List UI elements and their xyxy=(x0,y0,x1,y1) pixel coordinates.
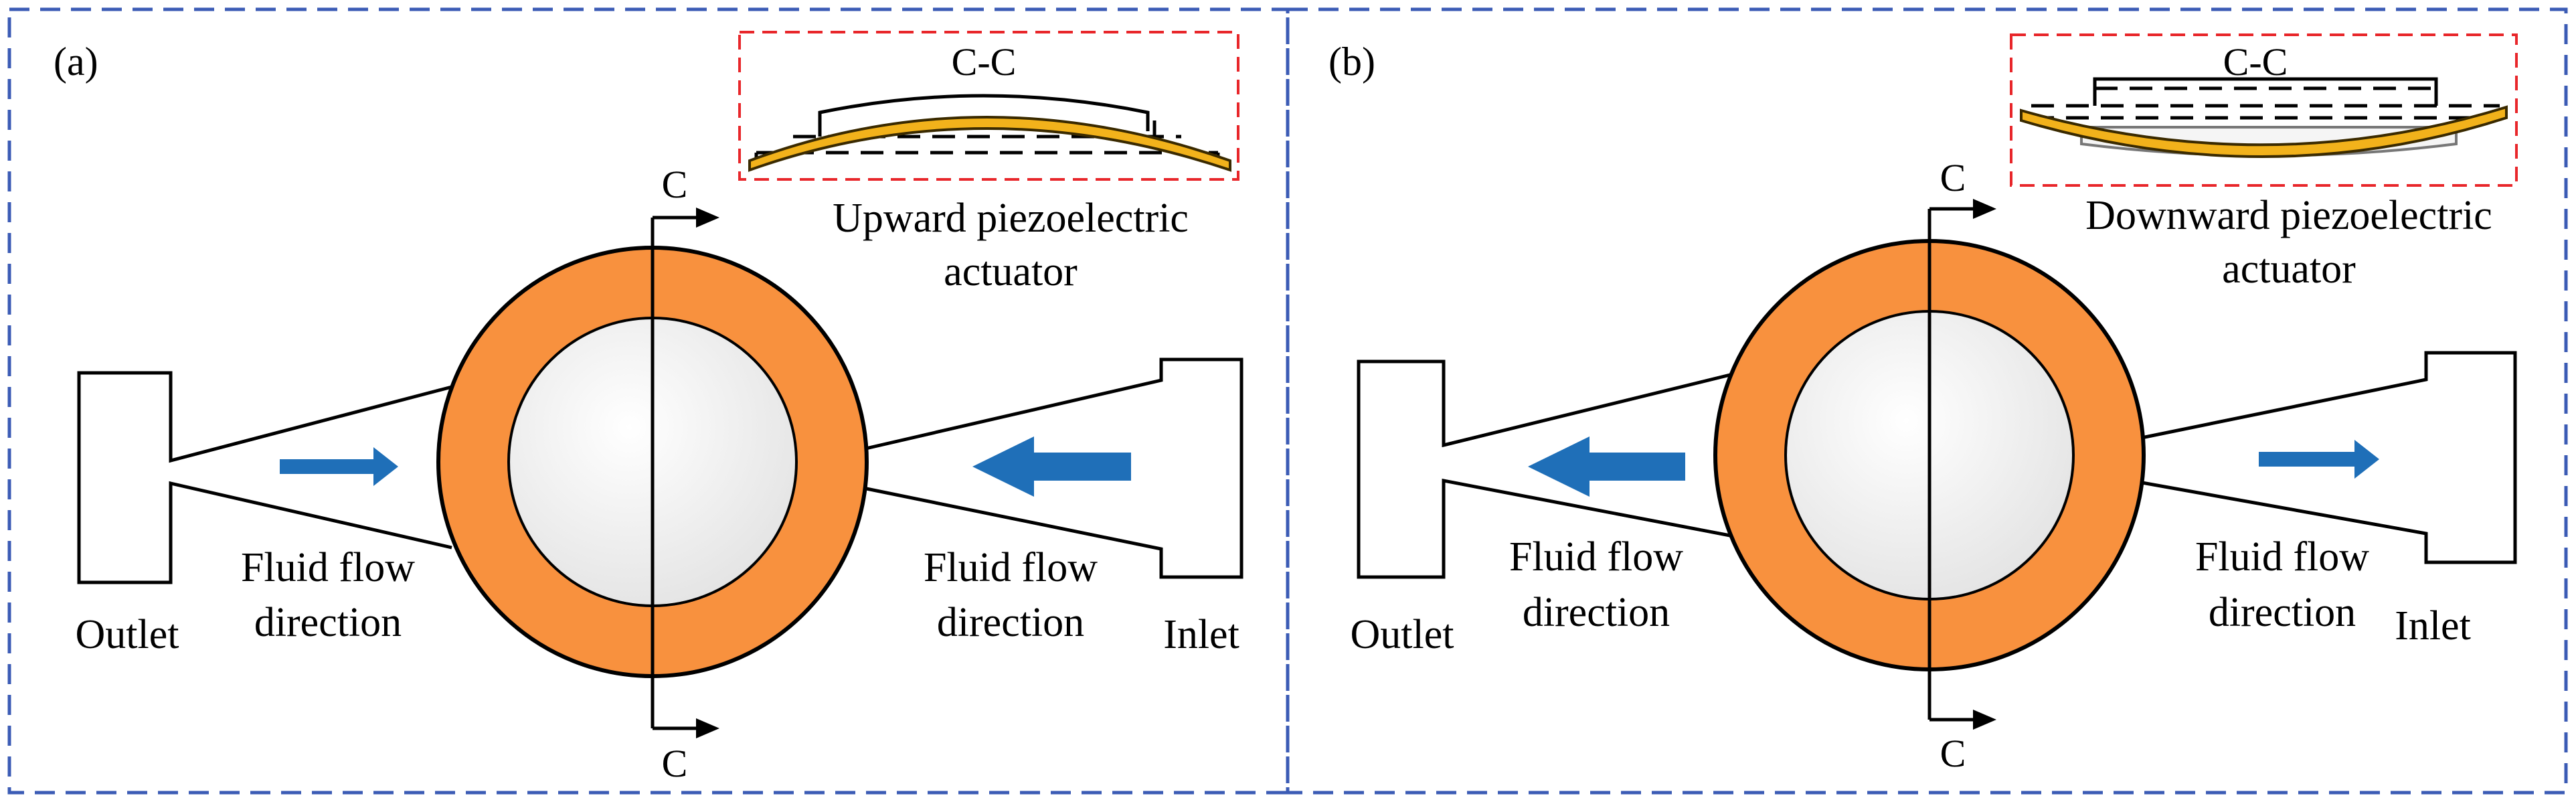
panel-b-label: (b) xyxy=(1328,39,1375,84)
panel-a-flow-right-line2: direction xyxy=(937,600,1084,645)
panel-b-actuator xyxy=(2020,105,2508,158)
panel-a-label: (a) xyxy=(54,39,98,84)
panel-b-section-arrowhead-bottom xyxy=(1973,710,1996,730)
panel-a-section-bottom-label: C xyxy=(662,742,688,785)
panel-b-outlet-label: Outlet xyxy=(1351,612,1454,657)
panel-b: (b) C-C Downward piezoelectric actuator … xyxy=(1328,33,2518,775)
panel-b-inlet-label: Inlet xyxy=(2395,603,2471,649)
panel-b-section-top-label: C xyxy=(1940,156,1966,199)
panel-a-outlet-channel xyxy=(77,371,452,584)
panel-a-inlet-label: Inlet xyxy=(1163,612,1239,657)
panel-a-section-arrowhead-top xyxy=(696,208,719,228)
panel-a-section-arrowhead-bottom xyxy=(696,718,719,738)
panel-a-outlet-label: Outlet xyxy=(76,612,179,657)
panel-b-frame xyxy=(1286,7,2568,795)
panel-a-actuator-line1: Upward piezoelectric xyxy=(833,195,1189,241)
panel-b-flow-right-line1: Fluid flow xyxy=(2195,534,2369,580)
panel-a-flow-right-line1: Fluid flow xyxy=(924,545,1098,590)
panel-b-flow-right-line2: direction xyxy=(2209,590,2356,635)
panel-b-flow-arrow-right xyxy=(2259,440,2379,479)
panel-a-flow-left-line2: direction xyxy=(254,600,402,645)
panel-b-section-inset xyxy=(2010,33,2518,187)
panel-a-flow-arrow-right xyxy=(972,436,1131,497)
panel-b-section-title: C-C xyxy=(2223,40,2288,84)
panel-a-section-inset xyxy=(738,31,1239,181)
panel-a: (a) C-C Upward piezoelectric actuator C … xyxy=(54,31,1243,785)
panel-a-section-top-label: C xyxy=(662,163,688,206)
panel-a-section-title: C-C xyxy=(952,40,1017,84)
panel-b-section-bottom-label: C xyxy=(1940,732,1966,775)
panel-b-flow-arrow-left xyxy=(1528,436,1685,497)
panel-a-actuator-line2: actuator xyxy=(944,249,1078,295)
panel-a-flow-arrow-left xyxy=(280,447,398,486)
panel-b-section-layers xyxy=(2031,77,2500,120)
panel-b-flow-left-line1: Fluid flow xyxy=(1509,534,1683,580)
panel-a-actuator xyxy=(748,116,1231,172)
panel-a-flow-left-line1: Fluid flow xyxy=(241,545,415,590)
panel-b-actuator-line1: Downward piezoelectric xyxy=(2085,193,2492,238)
panel-b-section-arrowhead-top xyxy=(1973,199,1996,219)
panel-b-actuator-line2: actuator xyxy=(2222,246,2356,292)
panel-b-flow-left-line2: direction xyxy=(1523,590,1670,635)
